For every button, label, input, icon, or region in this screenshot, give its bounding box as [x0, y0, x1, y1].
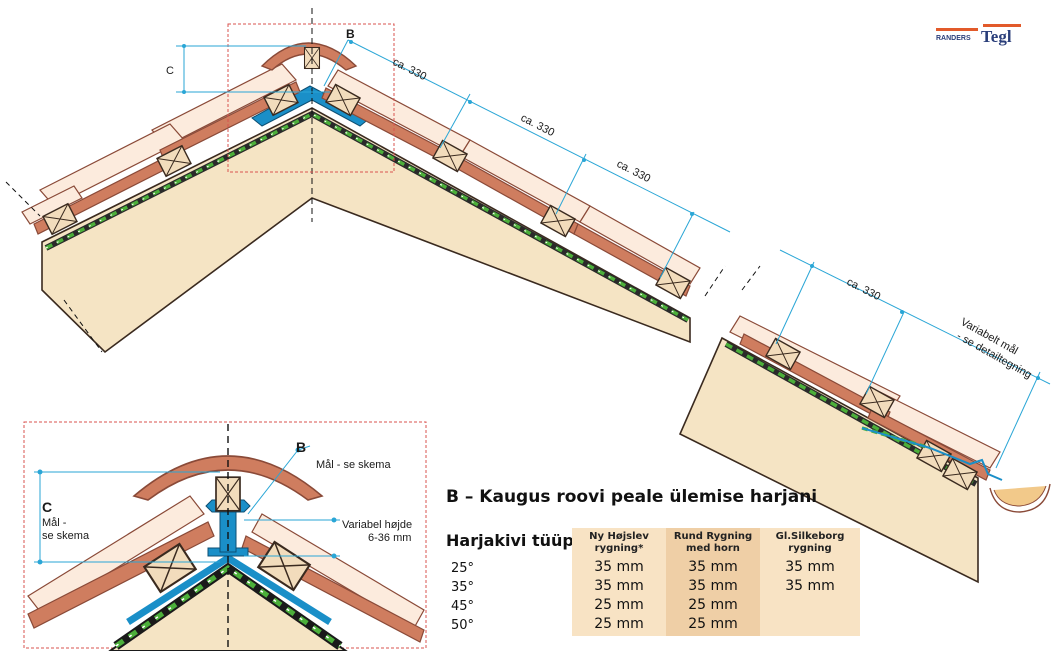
main-ridge-drawing: B C ca. 330 ca. 330 ca. 330 [5, 8, 731, 354]
column-header: Rund Rygning med horn [666, 531, 760, 555]
logo-name: Tegl [981, 27, 1012, 46]
table-cell: 35 mm [594, 559, 644, 575]
table-cell: 35 mm [785, 559, 835, 575]
column-header: Gl.Silkeborg rygning [760, 531, 860, 555]
table-column-ny-hojslev: Ny Højslev rygning* 35 mm 35 mm 25 mm 25… [572, 528, 666, 636]
angle-45: 45° [451, 599, 475, 614]
angle-50: 50° [451, 618, 475, 633]
detail-label-c: C [42, 499, 52, 515]
column-header: Ny Højslev rygning* [572, 531, 666, 555]
column-header-line2: rygning* [594, 543, 644, 554]
detail-height-line2: 6-36 mm [368, 532, 411, 544]
heading: B – Kaugus roovi peale ülemise harjani [446, 487, 818, 507]
table-cell: 25 mm [688, 616, 738, 632]
detail-b-note: Mål - se skema [316, 459, 391, 471]
column-header-line2: med horn [686, 543, 740, 554]
table-cell: 25 mm [594, 597, 644, 613]
logo-prefix: RANDERS [936, 35, 971, 42]
column-header-line2: rygning [788, 543, 832, 554]
angle-25: 25° [451, 561, 475, 576]
table-cell: 25 mm [688, 597, 738, 613]
column-header-line1: Gl.Silkeborg [775, 531, 845, 542]
detail-label-b: B [296, 439, 306, 455]
table-column-gl-silkeborg: Gl.Silkeborg rygning 35 mm 35 mm [760, 528, 860, 636]
table-column-rund-rygning: Rund Rygning med horn 35 mm 35 mm 25 mm … [666, 528, 760, 636]
column-header-line1: Rund Rygning [673, 531, 753, 542]
detail-c-note-line2: se skema [42, 530, 90, 542]
ridge-detail-drawing: B Mål - se skema C Mål - se skema Variab… [23, 421, 427, 651]
main-label-b: B [346, 27, 355, 41]
table-cell: 35 mm [688, 578, 738, 594]
main-dim-1: ca. 330 [391, 56, 429, 83]
eave-dim: ca. 330 [845, 276, 883, 303]
table-type-label: Harjakivi tüüp [446, 531, 574, 550]
table-cell: 35 mm [594, 578, 644, 594]
column-header-line1: Ny Højslev [589, 531, 649, 542]
randers-tegl-logo: RANDERS Tegl [936, 24, 1021, 46]
main-label-c: C [166, 65, 174, 77]
main-dim-3: ca. 330 [615, 158, 653, 185]
table-cell: 25 mm [594, 616, 644, 632]
detail-height-line1: Variabel højde [342, 519, 412, 531]
table-cell: 35 mm [688, 559, 738, 575]
detail-c-note-line1: Mål - [42, 517, 67, 529]
table-cell: 35 mm [785, 578, 835, 594]
angle-35: 35° [451, 580, 475, 595]
